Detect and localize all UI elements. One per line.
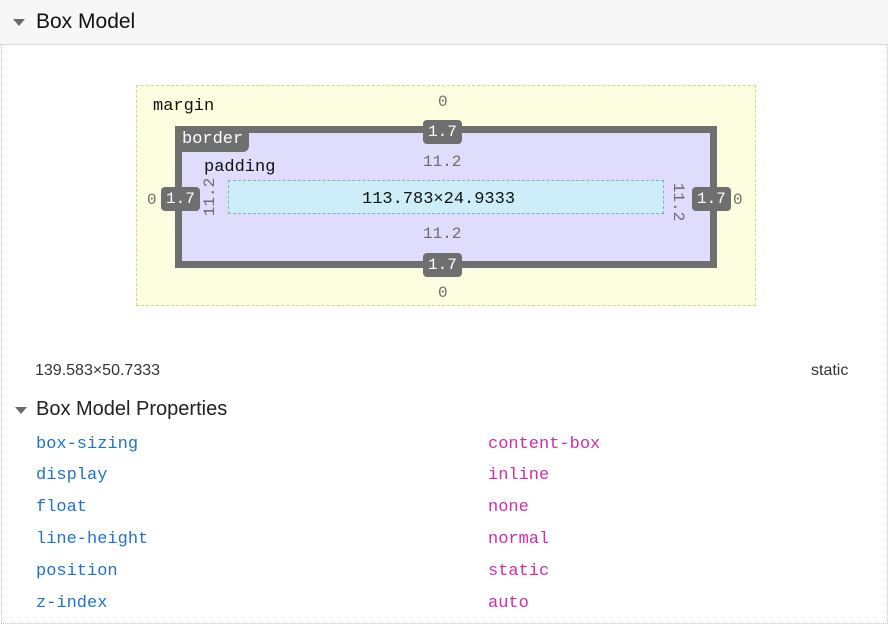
property-value[interactable]: content-box	[488, 435, 601, 454]
property-name: float	[36, 498, 88, 517]
collapse-arrow-icon[interactable]	[15, 407, 27, 414]
margin-bottom-value[interactable]: 0	[438, 284, 448, 302]
content-box[interactable]	[228, 180, 664, 214]
property-value[interactable]: inline	[488, 466, 550, 485]
border-bottom-value[interactable]: 1.7	[423, 253, 462, 277]
section-title: Box Model	[36, 10, 136, 33]
padding-top-value[interactable]: 11.2	[423, 153, 462, 171]
element-position: static	[811, 362, 849, 379]
property-value[interactable]: static	[488, 562, 550, 581]
margin-left-value[interactable]: 0	[147, 191, 157, 209]
border-top-value[interactable]: 1.7	[423, 120, 462, 144]
property-name: display	[36, 466, 108, 485]
box-model-header[interactable]: Box Model	[0, 0, 888, 45]
property-value[interactable]: auto	[488, 594, 529, 613]
border-right-value[interactable]: 1.7	[692, 187, 731, 211]
collapse-arrow-icon[interactable]	[13, 19, 25, 26]
property-name: position	[36, 562, 118, 581]
margin-right-value[interactable]: 0	[733, 191, 743, 209]
padding-label: padding	[204, 158, 276, 177]
padding-bottom-value[interactable]: 11.2	[423, 225, 462, 243]
padding-right-value[interactable]: 11.2	[669, 182, 688, 222]
property-name: z-index	[36, 594, 108, 613]
element-size: 139.583×50.7333	[35, 362, 161, 379]
border-left-value[interactable]: 1.7	[161, 187, 200, 211]
property-value[interactable]: normal	[488, 530, 550, 549]
margin-label: margin	[153, 97, 215, 116]
property-value[interactable]: none	[488, 498, 529, 517]
padding-left-value[interactable]: 11.2	[201, 177, 220, 217]
border-label: border	[176, 127, 250, 152]
property-name: line-height	[36, 530, 149, 549]
margin-top-value[interactable]: 0	[438, 93, 448, 111]
content-size-value[interactable]: 113.783×24.9333	[362, 190, 516, 209]
property-name: box-sizing	[36, 435, 139, 454]
properties-title[interactable]: Box Model Properties	[36, 398, 228, 420]
